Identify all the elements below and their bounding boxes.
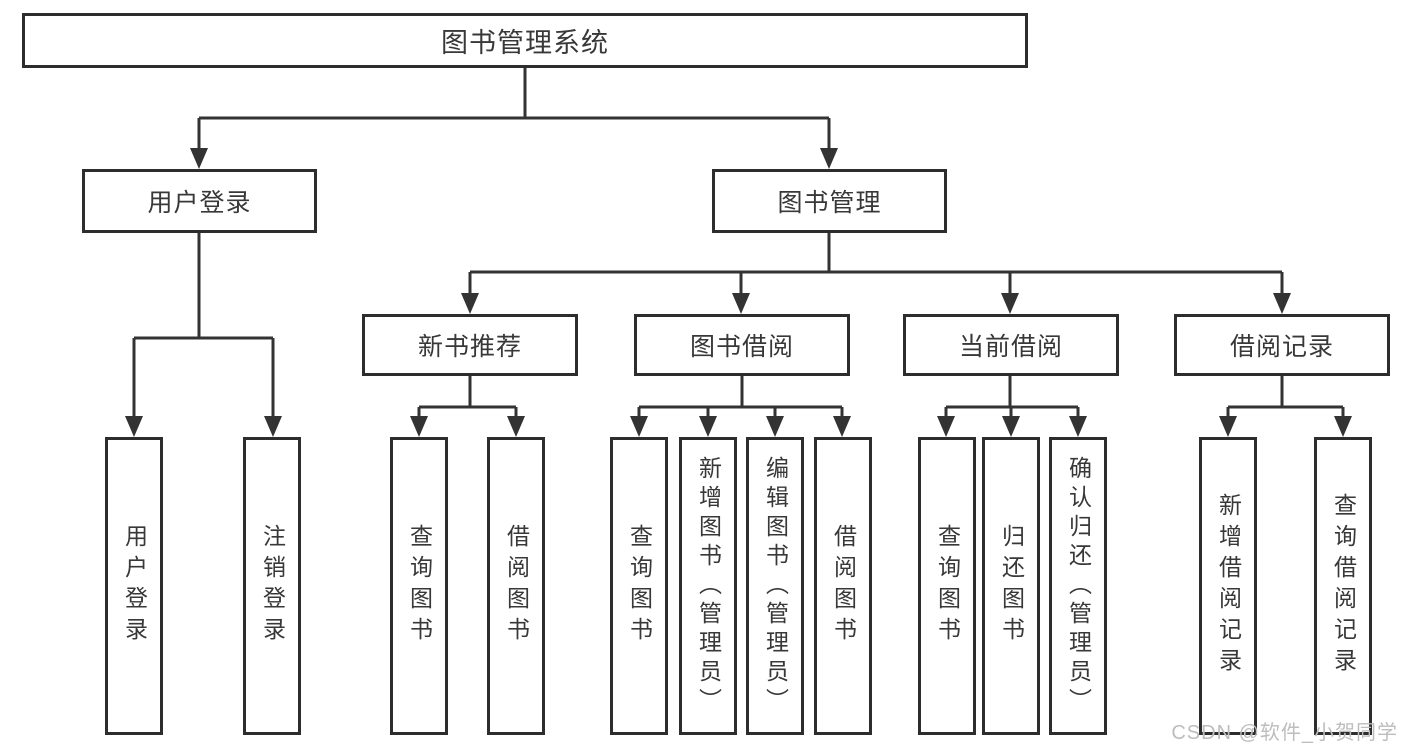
node-label: 新增图书（管理员） [695,455,722,717]
leaf-borrow-books: 借阅图书 [814,437,872,735]
arrowheads-current-borrow-to-leaves [937,416,1087,437]
node-label: 新书推荐 [417,333,522,361]
leaf-confirm-return-admin: 确认归还（管理员） [1049,437,1107,735]
leaf-query-books-borrow: 查询图书 [610,437,668,735]
arrowheads-new-book-recommend-to-leaves [410,416,525,437]
node-label: 图书管理 [777,189,882,217]
connector-root-to-level2 [197,68,831,150]
node-label: 图书管理系统 [441,28,609,58]
leaf-query-borrow-record: 查询借阅记录 [1314,437,1372,735]
arrowheads-book-management-to-level3 [461,293,1291,314]
node-book-management: 图书管理 [712,169,947,233]
node-label: 借阅图书 [830,524,857,648]
leaf-query-books-recommend: 查询图书 [390,437,448,735]
leaf-user-login: 用户登录 [105,437,163,735]
arrowheads-user-login-to-leaves [125,416,282,437]
node-label: 归还图书 [998,524,1025,648]
connector-new-book-recommend-to-leaves [417,376,518,418]
leaf-add-borrow-record: 新增借阅记录 [1199,437,1257,735]
connector-current-borrow-to-leaves [944,376,1080,418]
node-label: 图书借阅 [689,333,794,361]
node-label: 借阅图书 [503,524,530,648]
connector-borrow-records-to-leaves [1226,376,1345,418]
leaf-add-book-admin: 新增图书（管理员） [679,437,737,735]
connector-book-management-to-level3 [468,233,1284,295]
node-user-login: 用户登录 [82,169,317,233]
node-label: 新增借阅记录 [1215,493,1242,679]
watermark: CSDN @软件_小贺同学 [1171,722,1398,744]
leaf-query-books-current: 查询图书 [918,437,976,735]
leaf-logout: 注销登录 [243,437,301,735]
node-label: 查询图书 [406,524,433,648]
node-label: 查询借阅记录 [1330,493,1357,679]
node-current-borrow: 当前借阅 [903,314,1119,376]
node-new-book-recommend: 新书推荐 [362,314,578,376]
node-label: 用户登录 [121,524,148,648]
node-label: 查询图书 [934,524,961,648]
node-label: 注销登录 [259,524,286,648]
node-label: 用户登录 [147,189,252,217]
node-label: 当前借阅 [958,333,1063,361]
node-label: 编辑图书（管理员） [762,455,789,717]
arrowheads-book-borrow-to-leaves [630,416,851,437]
node-borrow-records: 借阅记录 [1174,314,1390,376]
arrowheads-borrow-records-to-leaves [1219,416,1352,437]
connector-user-login-to-leaves [132,233,275,418]
node-root: 图书管理系统 [22,13,1028,68]
leaf-return-book: 归还图书 [982,437,1040,735]
node-label: 查询图书 [626,524,653,648]
node-label: 确认归还（管理员） [1065,455,1092,717]
node-book-borrow: 图书借阅 [634,314,850,376]
leaf-borrow-books-recommend: 借阅图书 [487,437,545,735]
node-label: 借阅记录 [1229,333,1334,361]
connector-book-borrow-to-leaves [637,376,844,418]
leaf-edit-book-admin: 编辑图书（管理员） [746,437,804,735]
arrowheads-root-to-level2 [190,148,838,169]
